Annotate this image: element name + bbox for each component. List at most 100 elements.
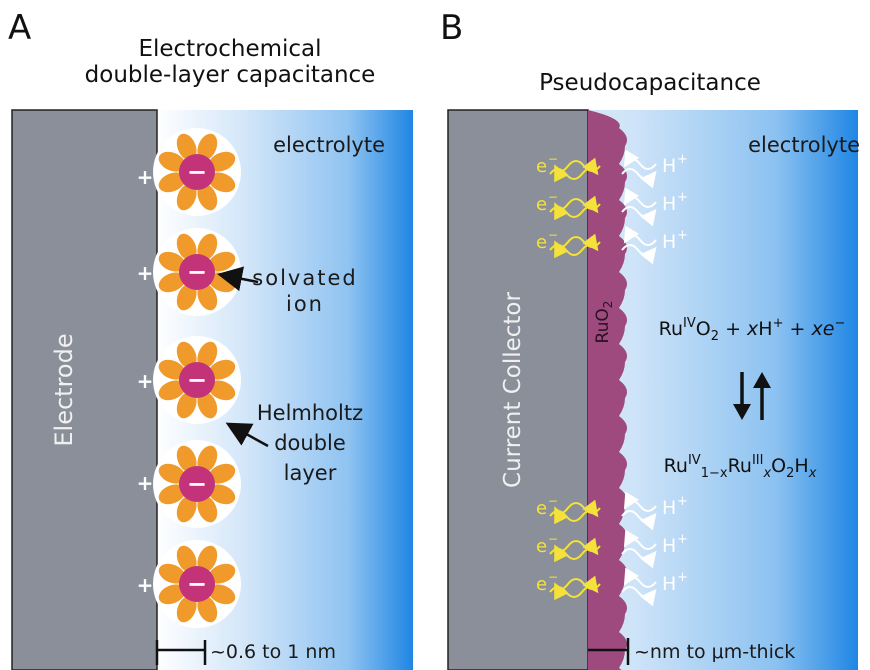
charge-exchange: e−H+: [536, 491, 688, 531]
solvent-molecule: [197, 233, 218, 261]
minus-sign: −: [187, 470, 207, 498]
minus-sign: −: [187, 570, 207, 598]
solvent-molecule: [197, 545, 218, 573]
minus-sign: −: [187, 366, 207, 394]
solvent-molecule: [208, 380, 236, 401]
solvated-ions: − − − − −: [153, 128, 241, 628]
charge-exchange: e−H+: [536, 529, 688, 569]
minus-sign: −: [187, 258, 207, 286]
panel-a-scale-bar: [155, 640, 207, 665]
solvent-molecule: [176, 233, 197, 261]
solvent-molecule: [158, 584, 186, 605]
solvent-molecule: [158, 463, 186, 484]
solvent-molecule: [208, 172, 236, 193]
current-collector-label: Current Collector: [500, 291, 526, 487]
ion-core: [179, 466, 215, 502]
electron-label: e: [536, 156, 547, 177]
panel-a-diagram: Electrode electrolyte + + + + + − − − − − so…: [11, 109, 413, 670]
plus-sign: +: [137, 471, 154, 495]
electron-charge: −: [548, 190, 558, 204]
proton-label: H: [662, 497, 676, 519]
helmholtz-arrow: [225, 422, 269, 448]
panel-b-scale-label: ~nm to μm-thick: [634, 641, 795, 663]
panel-a-electrolyte-label: electrolyte: [273, 133, 385, 157]
solvated-ion-label-line1: solvated: [252, 266, 357, 290]
panel-b-scale-bar: [588, 638, 630, 665]
solvent-molecule: [197, 133, 218, 161]
electron-arrow: [554, 502, 601, 525]
plus-sign: +: [137, 165, 154, 189]
electron-arrow: [554, 540, 601, 563]
ion-core: [179, 154, 215, 190]
charge-exchange-group: e−H+e−H+e−H+e−H+e−H+e−H+: [536, 149, 688, 607]
electron-charge: −: [548, 570, 558, 584]
solvent-molecule: [208, 151, 236, 172]
panel-a-title-line1: Electrochemical: [138, 36, 322, 62]
panel-b-letter: B: [440, 8, 464, 48]
electron-charge: −: [548, 228, 558, 242]
electrode-label: Electrode: [50, 333, 78, 446]
solvent-molecule: [208, 584, 236, 605]
plus-signs: + + + + +: [137, 165, 154, 597]
solvent-molecule: [158, 380, 186, 401]
solvated-ion: −: [153, 540, 241, 628]
solvent-molecule: [197, 183, 218, 211]
proton-arrow: [621, 548, 657, 569]
proton-charge: +: [677, 570, 688, 585]
panel-a-scale-label: ~0.6 to 1 nm: [210, 641, 336, 663]
solvent-molecule: [158, 251, 186, 272]
solvent-molecule: [176, 133, 197, 161]
proton-label: H: [662, 231, 676, 253]
solvent-molecule: [176, 495, 197, 523]
solvent-molecule: [158, 172, 186, 193]
equilibrium-arrows-icon: [733, 372, 771, 420]
solvent-molecule: [158, 359, 186, 380]
solvated-ion-arrow: [217, 266, 259, 292]
electron-arrow: [554, 198, 601, 221]
electrode-block: [11, 109, 158, 670]
proton-label: H: [662, 573, 676, 595]
panel-b-diagram: Current Collector RuO2 electrolyte e−H+e…: [447, 109, 860, 670]
charge-exchange: e−H+: [536, 187, 688, 227]
solvent-molecule: [208, 463, 236, 484]
proton-charge: +: [677, 228, 688, 243]
solvent-molecule: [176, 283, 197, 311]
proton-label: H: [662, 535, 676, 557]
proton-arrow: [621, 168, 657, 189]
solvent-molecule: [158, 272, 186, 293]
proton-label: H: [662, 193, 676, 215]
panel-a-title: Electrochemical double-layer capacitance: [40, 36, 420, 89]
solvent-molecule: [158, 484, 186, 505]
ion-core: [179, 254, 215, 290]
proton-arrow: [623, 529, 657, 550]
helmholtz-label-line3: layer: [284, 461, 337, 485]
solvated-ion: −: [153, 440, 241, 528]
solvent-molecule: [197, 341, 218, 369]
plus-sign: +: [137, 573, 154, 597]
electron-charge: −: [548, 152, 558, 166]
helmholtz-label-line1: Helmholtz: [257, 401, 363, 425]
ion-core: [179, 362, 215, 398]
plus-sign: +: [137, 369, 154, 393]
solvent-molecule: [197, 595, 218, 623]
solvent-molecule: [197, 283, 218, 311]
solvent-molecule: [176, 341, 197, 369]
solvent-molecule: [176, 391, 197, 419]
panel-b-title: Pseudocapacitance: [539, 70, 761, 96]
solvent-molecule: [176, 545, 197, 573]
solvent-molecule: [176, 595, 197, 623]
charge-exchange: e−H+: [536, 225, 688, 265]
proton-label: H: [662, 155, 676, 177]
electron-charge: −: [548, 494, 558, 508]
electron-label: e: [536, 574, 547, 595]
ruo2-label: RuO2: [593, 301, 615, 344]
proton-arrow: [623, 225, 657, 246]
solvent-molecule: [197, 445, 218, 473]
solvent-molecule: [208, 563, 236, 584]
solvated-ion: −: [153, 228, 241, 316]
proton-charge: +: [677, 494, 688, 509]
panel-a-title-line2: double-layer capacitance: [84, 62, 376, 89]
solvated-ion: −: [153, 128, 241, 216]
proton-arrow: [623, 187, 657, 208]
